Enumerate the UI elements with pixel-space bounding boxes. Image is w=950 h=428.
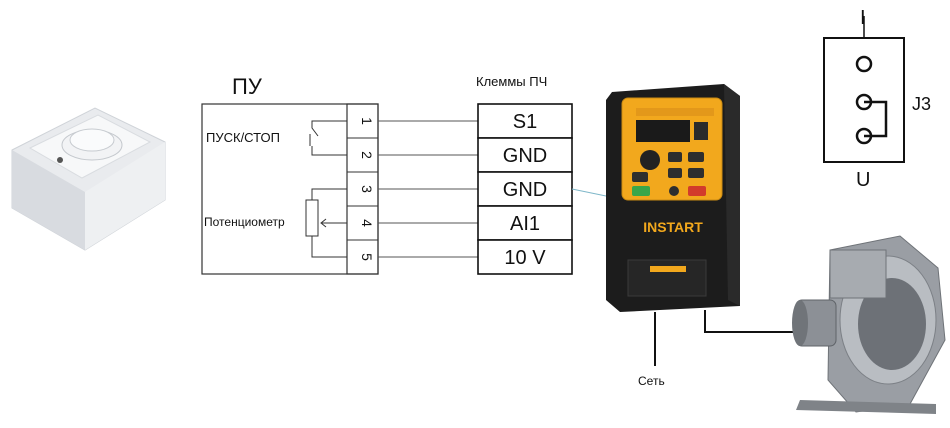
panel-title: ПУ bbox=[232, 74, 263, 99]
terminal-10v: 10 V bbox=[504, 247, 546, 269]
pin-3: 3 bbox=[359, 185, 375, 193]
mains-label: Сеть bbox=[638, 374, 665, 388]
potentiometer-label: Потенциометр bbox=[204, 215, 285, 229]
pin-2: 2 bbox=[359, 151, 375, 159]
motor-wire bbox=[704, 310, 800, 333]
inverter-image bbox=[606, 84, 740, 312]
pin-1: 1 bbox=[359, 117, 375, 125]
terminal-gnd-2: GND bbox=[503, 179, 547, 201]
jumper-bottom-label: U bbox=[856, 169, 870, 191]
pin-4: 4 bbox=[359, 219, 375, 227]
terminal-ai1: AI1 bbox=[510, 213, 540, 235]
terminal-block bbox=[477, 103, 573, 275]
start-stop-label: ПУСК/СТОП bbox=[206, 130, 280, 145]
connection-line bbox=[571, 188, 607, 197]
terminal-gnd-1: GND bbox=[503, 145, 547, 167]
centrifugal-fan-image bbox=[792, 235, 946, 414]
jumper-top-label: I bbox=[860, 7, 866, 29]
wall-controller-image bbox=[11, 107, 166, 251]
jumper-name: J3 bbox=[912, 94, 931, 114]
start-stop-switch bbox=[309, 120, 347, 156]
pin-5: 5 bbox=[359, 253, 375, 261]
jumper-j3 bbox=[823, 16, 905, 163]
signal-wires bbox=[378, 120, 478, 258]
terminal-s1: S1 bbox=[513, 111, 537, 133]
potentiometer-symbol bbox=[305, 188, 347, 258]
inverter-brand: INSTART bbox=[643, 219, 703, 235]
terminals-title: Клеммы ПЧ bbox=[476, 74, 547, 89]
